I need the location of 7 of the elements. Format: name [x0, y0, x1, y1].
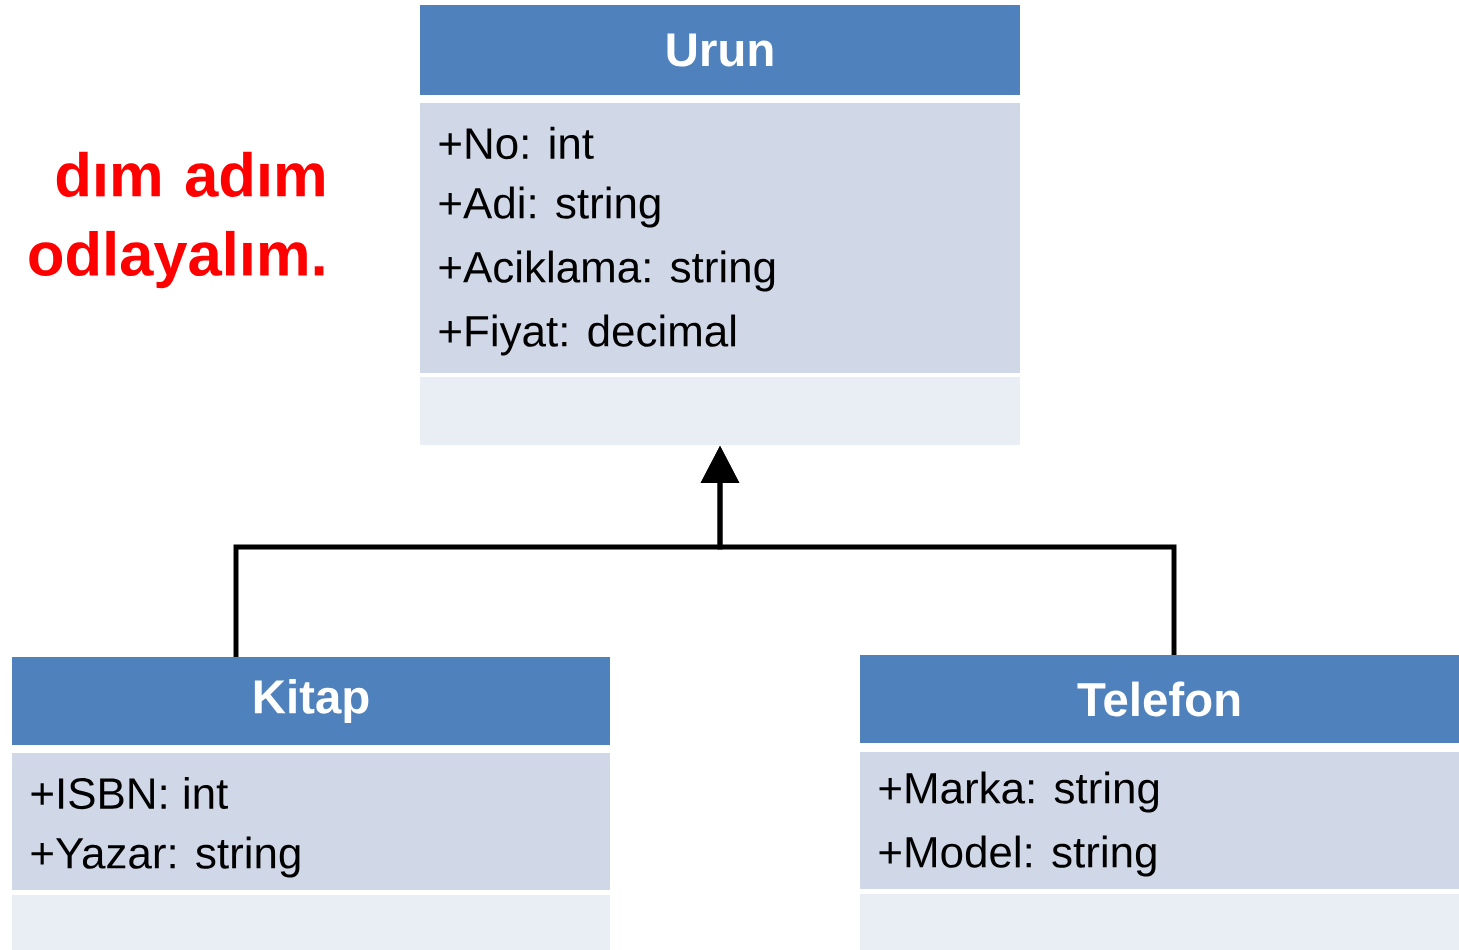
node-label: Kitap — [254, 678, 369, 724]
heading-text: dım adım odlayalım. — [29, 151, 324, 289]
node-label: Urun — [667, 33, 773, 67]
node-label: Telefon — [1077, 681, 1240, 717]
class-box: Urun +No: int +Adi: string +Aciklama: string +Fiyat: decimal — [420, 5, 1020, 445]
class-box: Telefon +Marka: string +Model: string — [860, 655, 1459, 950]
class-box: Kitap +ISBN: int +Yazar: string — [12, 657, 610, 950]
